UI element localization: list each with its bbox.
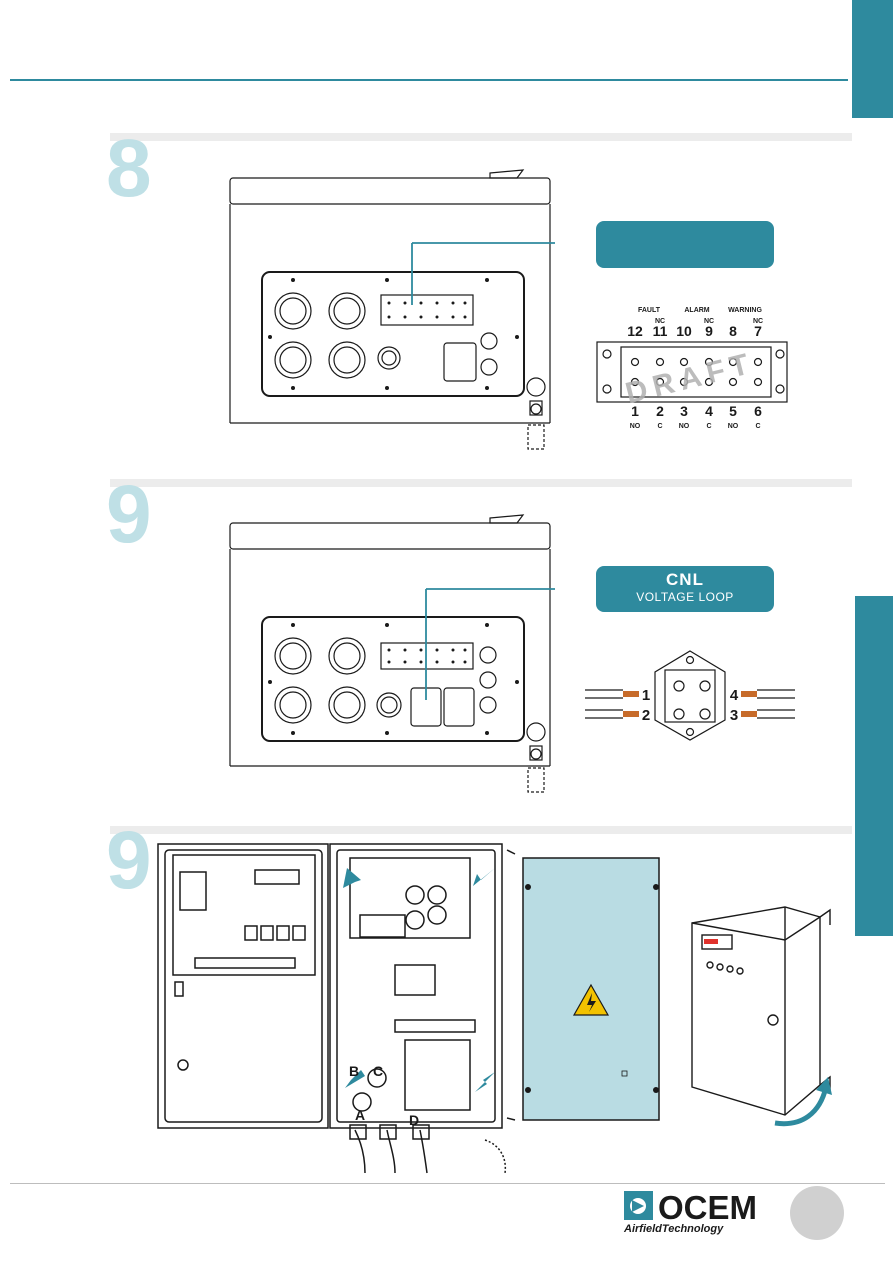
- terminal-number: 8: [729, 323, 737, 339]
- step-number: 9: [106, 815, 152, 906]
- cnl-connector-diagram: 1 2 4 3: [585, 650, 795, 741]
- header-rule: [10, 79, 848, 81]
- pin-label-4: 4: [730, 687, 739, 704]
- bottom-sub-label: NO: [679, 423, 690, 430]
- terminal-number: 3: [680, 403, 688, 419]
- top-sub-label: NC: [704, 318, 714, 325]
- callout-terminal-block: [596, 221, 774, 268]
- terminal-number: 9: [705, 323, 713, 339]
- terminal-number: 1: [631, 403, 639, 419]
- callout-cnl-voltage-loop: CNL VOLTAGE LOOP: [596, 566, 774, 612]
- terminal-number: 11: [653, 323, 668, 339]
- terminal-number: 2: [656, 403, 664, 419]
- draft-watermark: DRAFT: [622, 347, 758, 411]
- bottom-sub-label: C: [755, 423, 760, 430]
- terminal-number: 6: [754, 403, 762, 419]
- step-number: 9: [106, 469, 152, 560]
- bottom-sub-label: NO: [728, 423, 739, 430]
- ocem-logo: OCEM AirfieldTechnology: [623, 1189, 757, 1235]
- top-sub-label: NC: [655, 318, 665, 325]
- terminal-block-diagram: FAULT ALARM WARNING NC NC NC 12 11 10 9 …: [596, 307, 788, 430]
- enclosure-bottom-view-terminal: [229, 169, 555, 450]
- inner-protection-panel: [522, 857, 660, 1121]
- chapter-tab-side: [855, 596, 893, 936]
- group-label-fault: FAULT: [638, 307, 661, 314]
- closed-cabinet-illustration: [691, 906, 832, 1127]
- footer-rule: [10, 1183, 885, 1184]
- pin-label-3: 3: [730, 707, 738, 724]
- pin-label-1: 1: [642, 687, 650, 704]
- step-number: 8: [106, 123, 152, 214]
- terminal-number: 7: [754, 323, 762, 339]
- chapter-tab-top: [852, 0, 893, 118]
- enclosure-internal-view: B C A D: [157, 843, 516, 1174]
- internal-label-d: D: [409, 1112, 419, 1128]
- callout-title: CNL: [666, 570, 704, 589]
- bottom-sub-label: NO: [630, 423, 641, 430]
- enclosure-bottom-view-cnl: [229, 514, 555, 793]
- bottom-sub-label: C: [706, 423, 711, 430]
- bottom-sub-label: C: [657, 423, 662, 430]
- step-band: [110, 479, 852, 487]
- step-band: [110, 133, 852, 141]
- group-label-warning: WARNING: [728, 307, 762, 314]
- terminal-number: 4: [705, 403, 713, 419]
- brand-name: OCEM: [658, 1189, 757, 1226]
- brand-tagline: AirfieldTechnology: [623, 1223, 724, 1235]
- terminal-number: 12: [627, 323, 643, 339]
- internal-label-b: B: [349, 1063, 359, 1079]
- internal-label-a: A: [355, 1107, 365, 1123]
- pin-label-2: 2: [642, 707, 650, 724]
- step-band: [110, 826, 852, 834]
- top-sub-label: NC: [753, 318, 763, 325]
- callout-subtitle: VOLTAGE LOOP: [636, 590, 734, 604]
- terminal-number: 5: [729, 403, 737, 419]
- terminal-number: 10: [676, 323, 692, 339]
- internal-label-c: C: [373, 1063, 383, 1079]
- group-label-alarm: ALARM: [684, 307, 709, 314]
- page-number-badge: [790, 1186, 844, 1240]
